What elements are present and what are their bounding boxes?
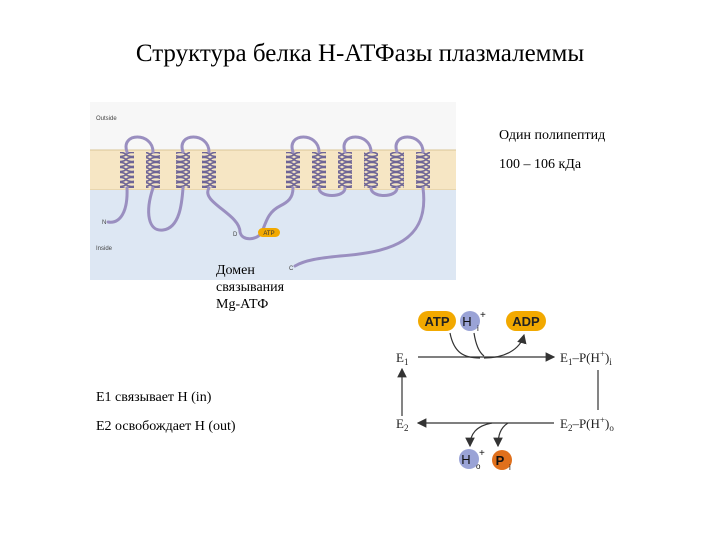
loop-1-2 <box>124 135 155 154</box>
transmembrane-helices <box>120 152 430 188</box>
outside-label: Outside <box>96 116 117 122</box>
h-out-plus: + <box>479 448 485 459</box>
h-out-sub: o <box>476 462 481 471</box>
p-release-arrow <box>493 422 509 448</box>
d-site-label: D <box>233 232 238 238</box>
pi-sub: i <box>509 463 511 472</box>
h-in-plus: + <box>480 310 486 321</box>
atp-text: ATP <box>424 314 449 329</box>
outside-loops <box>124 135 425 154</box>
h-in-sub: i <box>477 324 479 333</box>
e1p-label: E1–P(H+)i <box>560 349 612 367</box>
loop-9-10 <box>394 135 425 154</box>
loop-6-7 <box>317 186 347 197</box>
loop-2-3 <box>147 186 185 232</box>
loop-7-8 <box>342 135 373 154</box>
pi-circle <box>492 450 512 470</box>
c-terminus-label: C <box>289 266 294 272</box>
atp-binding-curve <box>449 332 481 359</box>
atp-badge <box>258 228 280 237</box>
inside-label: Inside <box>96 246 113 252</box>
h-in-binding-curve <box>473 332 485 357</box>
e2-note: E2 освобождает H (out) <box>96 419 236 434</box>
helix-7 <box>338 152 352 188</box>
h-in-text: H <box>462 314 471 329</box>
e1-label: E1 <box>396 350 408 367</box>
domain-label-line-2: связывания <box>216 280 285 295</box>
helix-10 <box>416 152 430 188</box>
e1-e2-cycle-diagram: ATP H + i ADP E1 E1–P(H+)i E2 E2–P(H+)o … <box>396 310 614 472</box>
n-terminal-tail <box>106 186 129 224</box>
h-out-release-arrow <box>465 422 493 448</box>
helix-9 <box>390 152 404 188</box>
outside-region <box>90 102 456 150</box>
loop-8-9 <box>369 186 399 197</box>
helix-5 <box>286 152 300 188</box>
loop-5-6 <box>290 135 321 154</box>
helix-3 <box>176 152 190 188</box>
c-terminal-tail <box>293 186 426 268</box>
helix-6 <box>312 152 326 188</box>
domain-label-line-3: Mg-АТФ <box>216 297 269 312</box>
molecular-mass: 100 – 106 кДа <box>499 157 582 172</box>
polypeptide-count: Один полипептид <box>499 128 606 143</box>
h-out-text: H <box>461 452 470 467</box>
mg-atp-domain-label: Домен связывания Mg-АТФ <box>216 262 284 313</box>
helix-4 <box>202 152 216 188</box>
domain-label-line-1: Домен <box>216 263 255 278</box>
helix-2 <box>146 152 160 188</box>
h-in-circle <box>460 311 480 331</box>
pi-text: P <box>496 453 505 468</box>
h-out-circle <box>459 449 479 469</box>
n-terminus-label: N <box>102 220 106 226</box>
page-title: Структура белка H-АТФазы плазмалеммы <box>135 40 585 67</box>
e1-note: E1 связывает H (in) <box>96 390 212 405</box>
e2p-label: E2–P(H+)o <box>560 415 614 433</box>
adp-pill <box>506 311 546 331</box>
atp-pill <box>418 311 456 331</box>
e2-label: E2 <box>396 416 408 433</box>
atp-badge-label: ATP <box>263 231 274 237</box>
loop-3-4 <box>180 135 211 154</box>
helix-8 <box>364 152 378 188</box>
adp-release-arrow <box>483 333 527 359</box>
helix-1 <box>120 152 134 188</box>
membrane-topology-figure: Outside Inside N D C ATP <box>90 102 456 280</box>
adp-text: ADP <box>512 314 540 329</box>
inside-chain <box>106 186 426 268</box>
